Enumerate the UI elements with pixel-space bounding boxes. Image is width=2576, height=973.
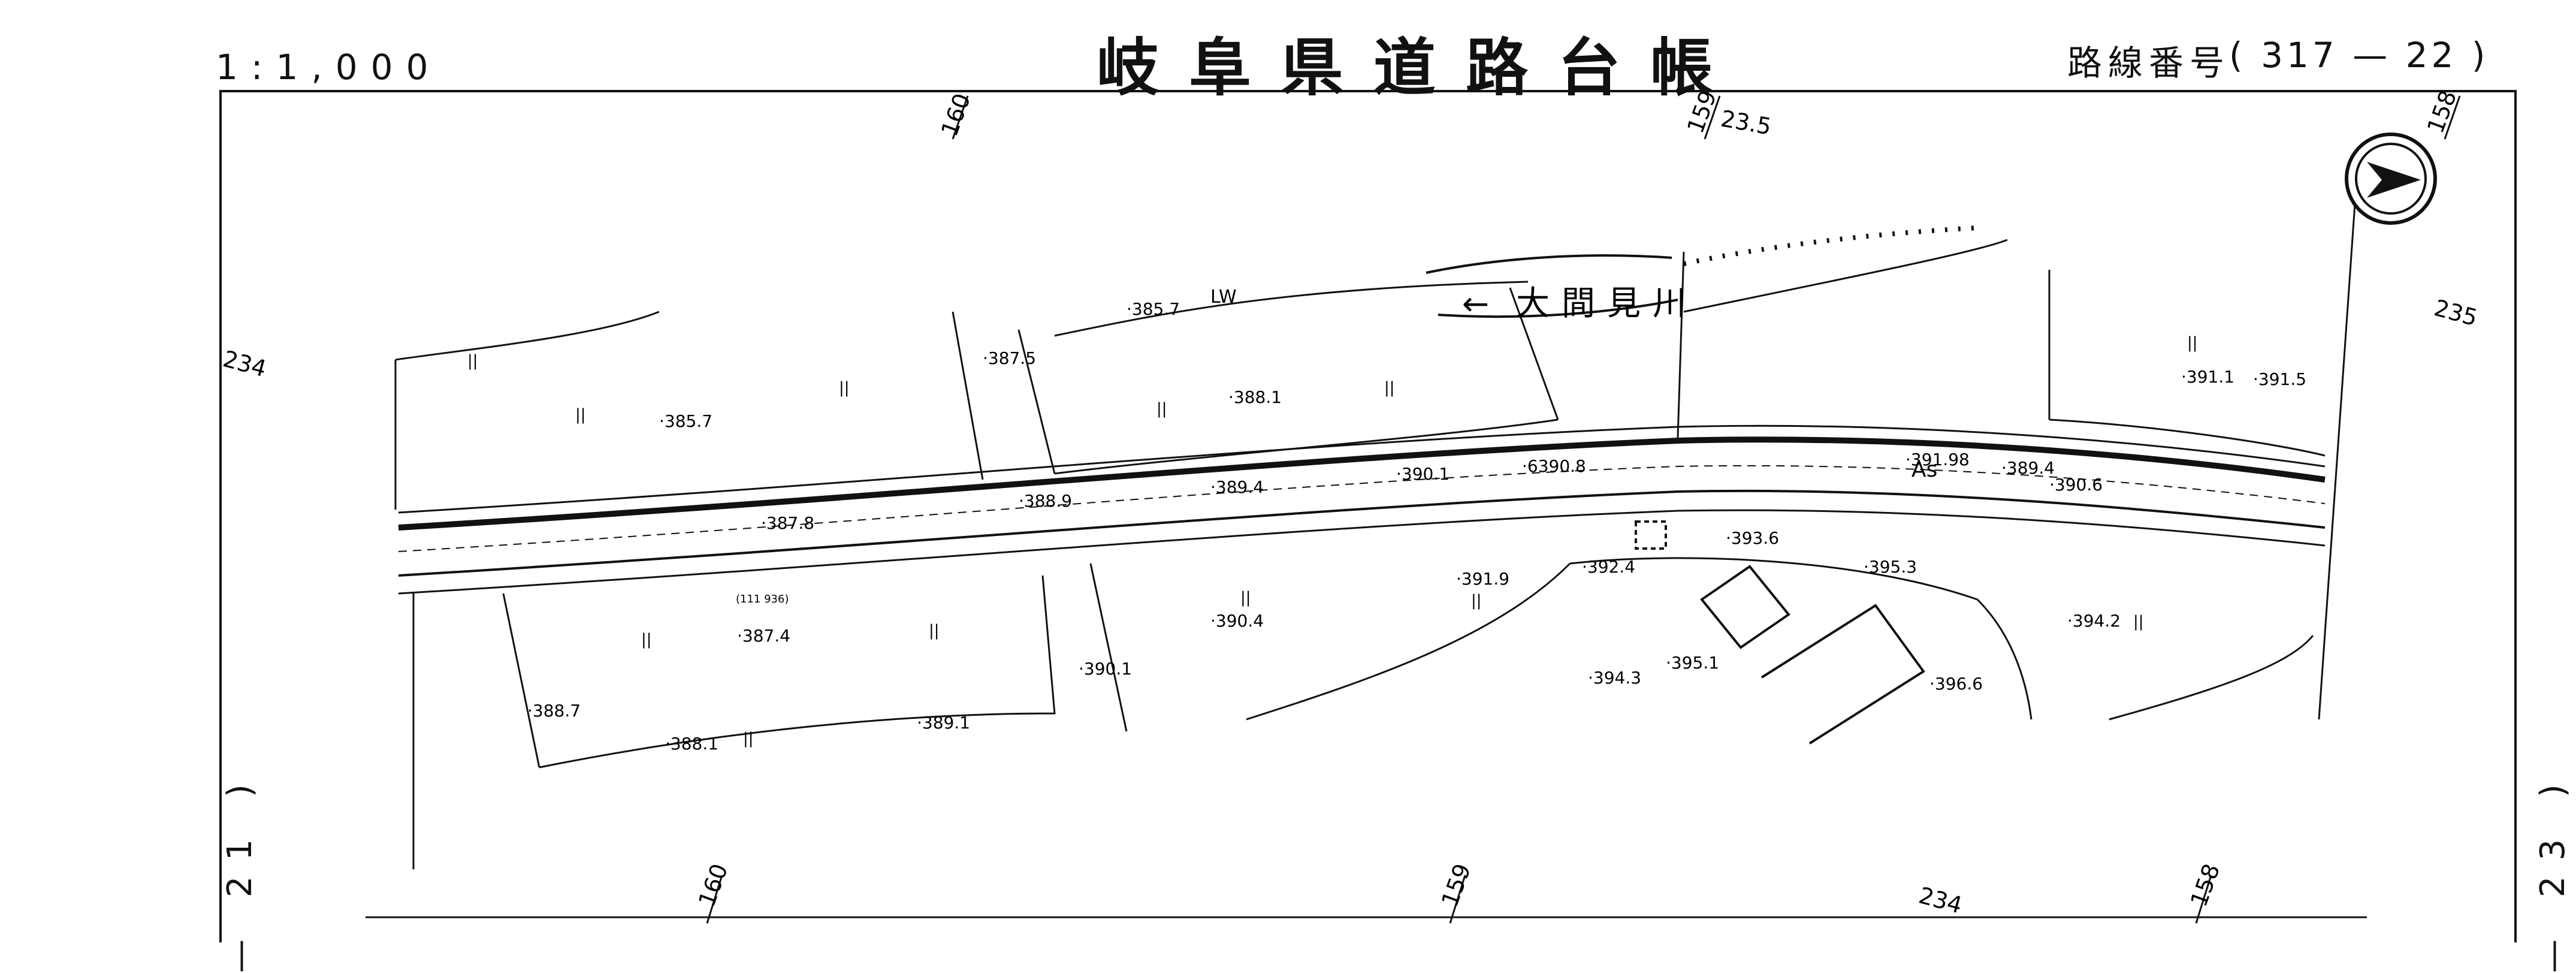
land-use-mark: || [1384, 379, 1395, 397]
elevation-label: ·394.2 [2067, 611, 2121, 631]
elevation-label: ·395.3 [1864, 557, 1917, 577]
parcel-boundary [394, 311, 660, 510]
elevation-label: ·396.6 [1929, 674, 1983, 694]
building [1760, 604, 1925, 745]
parcel-boundary [1683, 239, 2050, 420]
grid-tick [1449, 875, 1466, 924]
elevation-label: ·388.7 [527, 701, 581, 721]
elevation-label: ·391.98 [1905, 450, 1970, 469]
elevation-label: ·388.9 [1019, 491, 1072, 511]
elevation-label: ·389.1 [917, 713, 970, 733]
parcel-boundary [1054, 418, 1559, 475]
land-use-mark: || [1240, 589, 1251, 607]
land-use-mark: || [839, 379, 850, 397]
road-edge-north [398, 436, 2326, 531]
parcel-boundary [1054, 281, 1529, 337]
river-name: 大間見川 [1516, 284, 1698, 323]
river-arrow: ← [1462, 285, 1489, 323]
grid-coordinate-label: 160 [693, 860, 733, 910]
land-use-mark: || [467, 352, 478, 370]
grid-coordinate-label: 234 [221, 345, 269, 382]
land-use-mark: || [1471, 592, 1482, 610]
land-use-mark: || [1156, 400, 1167, 418]
land-use-mark: || [743, 730, 754, 748]
elevation-label: ·392.4 [1582, 557, 1635, 577]
map-border [219, 90, 2517, 942]
elevation-label: ·390.6 [2049, 475, 2103, 495]
land-use-mark: || [2187, 334, 2198, 352]
elevation-label: ·390.1 [1079, 659, 1132, 679]
elevation-label: ·391.1 [2181, 367, 2234, 387]
elevation-label: ·393.6 [1726, 528, 1779, 548]
elevation-label: ·387.8 [761, 513, 814, 533]
elevation-label: ·385.7 [659, 411, 712, 431]
grid-coordinate-label: 234 [1916, 882, 1965, 918]
grid-tick [2195, 875, 2212, 924]
elevation-label: ·387.5 [983, 348, 1036, 368]
road-ledger-map: ← 大間見川 LW As ·385.7 ·385.7 ·387.5 ·388.1 ·38… [219, 87, 2517, 942]
elevation-label: ·394.3 [1588, 668, 1641, 688]
parcel-boundary [412, 593, 540, 869]
land-use-mark: || [575, 406, 586, 424]
land-use-mark: || [641, 631, 652, 649]
elevation-label: ·388.1 [665, 734, 718, 754]
parcel-boundary [2049, 203, 2356, 720]
route-number-label: 路線番号 [2067, 43, 2231, 83]
river-bank-north [1426, 254, 1672, 274]
grid-coordinate-label: 158 [2422, 87, 2462, 137]
building [1700, 565, 1790, 649]
grid-coordinate-label: 160 [936, 90, 976, 140]
elevation-label: ·391.5 [2253, 369, 2306, 389]
grid-tick [2444, 95, 2461, 140]
grid-coordinate-label: 159 [1682, 87, 1722, 137]
elevation-label: ·390.4 [1210, 611, 1264, 631]
map-scale: 1:1,000 [216, 47, 442, 88]
grid-coordinate-label: 158 [2185, 860, 2225, 910]
grid-tick [1704, 95, 1721, 140]
building [1635, 520, 1667, 550]
parcel-boundary [1089, 562, 1571, 732]
north-arrow-icon [2345, 132, 2437, 225]
grid-tick [706, 875, 723, 924]
elevation-label: ·387.4 [737, 626, 790, 646]
road-outer-south [398, 509, 2326, 595]
route-number-value: ( 317 — 22 ) [2229, 35, 2489, 76]
elevation-label: ·389.4 [2001, 458, 2055, 478]
grid-tick [952, 95, 969, 140]
land-use-mark: || [929, 622, 940, 640]
river-channel [1683, 225, 1978, 266]
parcel-boundary [1569, 557, 2033, 720]
parcel-boundary [952, 311, 1056, 480]
grid-coordinate-label: 23.5 [1719, 106, 1773, 140]
surface-mark: As [1911, 457, 1937, 482]
parcel-boundary [1509, 251, 1685, 438]
river-bank-south [1438, 299, 1678, 318]
elevation-label: ·6390.8 [1522, 456, 1586, 476]
parcel-boundary [539, 575, 1056, 769]
elevation-label: ·395.1 [1666, 653, 1719, 673]
grid-coordinate-label: 235 [2432, 294, 2480, 331]
land-use-mark: || [2133, 613, 2144, 631]
elevation-label: ·391.9 [1456, 569, 1509, 589]
grid-coordinate-label: 159 [1436, 860, 1476, 910]
elevation-label: ·388.1 [1228, 387, 1282, 407]
elevation-label: ·390.1 [1396, 464, 1449, 484]
parcel-boundary [2109, 635, 2314, 721]
road-outer-north [398, 424, 2326, 514]
road-center [398, 465, 2326, 552]
elevation-label: ·389.4 [1210, 477, 1264, 497]
road-edge-south [398, 489, 2326, 577]
water-mark: LW [1210, 287, 1237, 308]
benchmark-note: (111 936) [736, 593, 789, 606]
elevation-label: ·385.7 [1127, 299, 1180, 319]
